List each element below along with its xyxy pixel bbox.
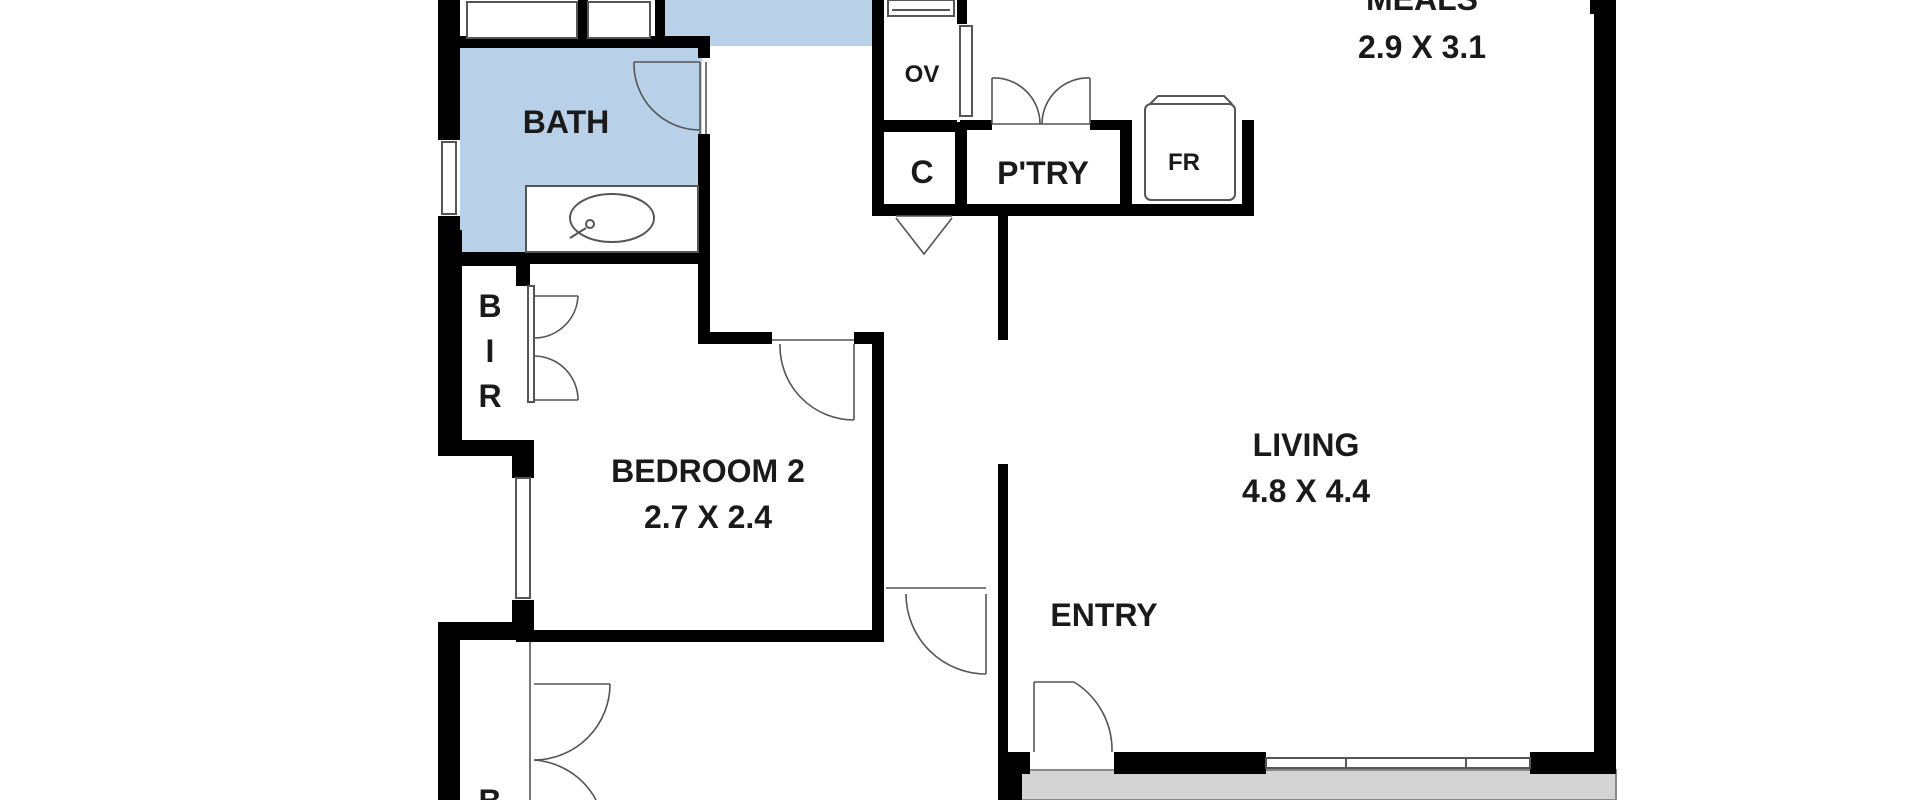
bath-door: [633, 61, 707, 134]
wall-bottom-corner: [1000, 752, 1030, 774]
cooktop: [887, 0, 955, 17]
cupboard-label: C: [910, 154, 933, 190]
basin: [569, 193, 655, 243]
wall-bed2-left: [516, 256, 530, 286]
living-size: 4.8 X 4.4: [1242, 473, 1370, 509]
fridge-top: [1149, 95, 1233, 105]
wall-bed2-right: [872, 332, 884, 642]
bir-lower-letter: B: [478, 783, 501, 800]
living-label: LIVING: [1253, 427, 1360, 463]
wall-kitchen-c-right: [955, 122, 967, 214]
meals-label: MEALS: [1366, 0, 1478, 17]
wall-kitchen-left: [872, 0, 884, 214]
wall-bath-right2: [698, 134, 710, 264]
window-left-bath: [441, 141, 457, 215]
wall-bed2-top-v: [698, 256, 710, 344]
wall-bottom-seg1: [1114, 752, 1266, 774]
bir-letter-r: R: [478, 378, 501, 414]
entry-label: ENTRY: [1050, 597, 1157, 633]
wall-kitchen-pantry-top2: [1090, 120, 1132, 130]
wall-bed2-bottom: [516, 630, 884, 642]
wall-left-step: [512, 440, 534, 478]
walls: [438, 0, 1616, 800]
bath-label: BATH: [523, 104, 610, 140]
wall-kitchen-oven-bottom: [872, 120, 957, 132]
pantry-door: [991, 77, 1091, 125]
windows: [441, 141, 1531, 769]
wall-left-lower: [438, 622, 534, 640]
lower-bir-door: [529, 642, 611, 800]
wall-bath-bottom-left: [460, 252, 530, 266]
cupboard-door: [895, 215, 953, 256]
wall-left-lower-v: [438, 622, 460, 800]
hall-door: [886, 587, 987, 675]
balcony-floor: [1017, 769, 1617, 800]
basin-drain: [585, 219, 595, 229]
pantry-label: P'TRY: [997, 155, 1089, 191]
wall-hall-upper: [998, 214, 1008, 340]
fixtures: [466, 0, 1236, 253]
bedroom2-label: BEDROOM 2: [611, 453, 805, 489]
wall-left-bir-base: [438, 440, 528, 456]
fridge-box: [1144, 103, 1236, 201]
basin-tap: [569, 227, 587, 239]
wall-right: [1594, 0, 1616, 770]
doors: [529, 61, 1113, 800]
room-labels: MEALS 2.9 X 3.1 BATH OV C P'TRY FR B I R…: [478, 0, 1486, 800]
meals-size: 2.9 X 3.1: [1358, 29, 1486, 65]
wall-top-stub1: [578, 0, 588, 40]
oven-side: [959, 25, 973, 117]
bath-tub: [466, 1, 578, 39]
wall-bottom-seg2: [1530, 752, 1616, 774]
fridge-label: FR: [1168, 149, 1200, 176]
window-bir-door-jamb: [527, 285, 535, 403]
bir-door: [533, 295, 579, 401]
wall-kitchen-bottom: [872, 204, 1252, 216]
bir-letter-i: I: [486, 333, 495, 369]
entry-door: [1033, 681, 1113, 753]
wall-top-stub2: [655, 0, 665, 40]
wall-left-upper: [438, 0, 460, 140]
wall-kitchen-pantry-right: [1120, 120, 1132, 214]
bedroom2-size: 2.7 X 2.4: [644, 499, 772, 535]
oven-label: OV: [905, 61, 940, 88]
wall-kitchen-oven-right: [957, 0, 967, 24]
bedroom2-door: [772, 339, 855, 421]
wall-bed2-top: [698, 332, 772, 344]
window-left-bed2: [515, 477, 531, 599]
balcony: [1017, 769, 1617, 800]
bir-letter-b: B: [478, 288, 501, 324]
window-living-bottom: [1265, 757, 1531, 769]
wall-bath-right: [698, 36, 710, 58]
wall-left-bir: [438, 230, 462, 456]
laundry-cabinet: [587, 1, 651, 39]
wall-kitchen-pantry-top: [960, 120, 992, 130]
wall-hall-lower: [998, 464, 1008, 800]
wall-kitchen-fr-right: [1242, 120, 1254, 216]
